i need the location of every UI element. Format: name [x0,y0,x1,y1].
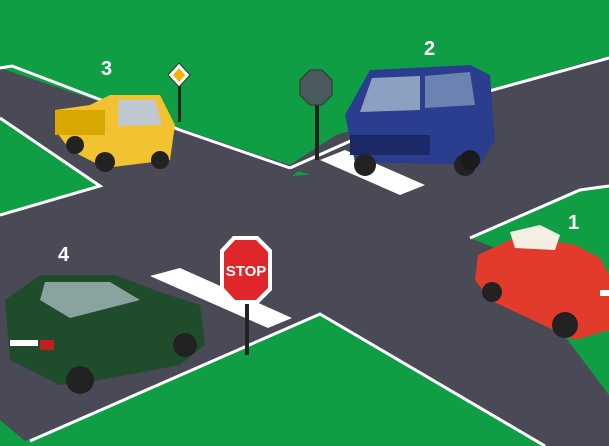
vehicle-1-number: 1 [568,212,579,234]
vehicle-2-blue-van [345,65,495,176]
vehicle-4-number: 4 [58,244,70,266]
vehicle-2-number: 2 [424,38,435,60]
stop-sign-text: STOP [226,263,267,280]
vehicle-3-number: 3 [101,58,112,80]
